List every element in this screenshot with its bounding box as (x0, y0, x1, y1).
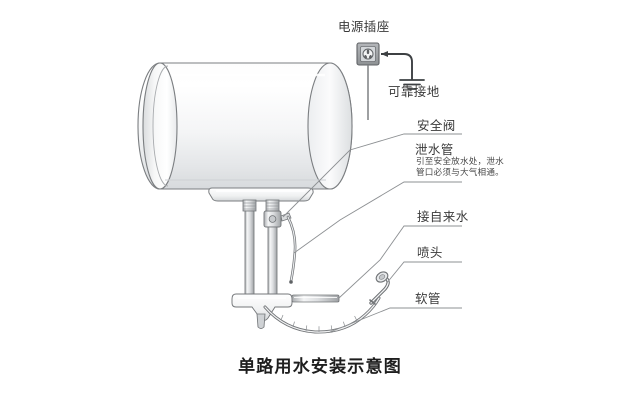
label-drain-pipe-description: 引至安全放水处，泄水 管口必须与大气相通。 (416, 157, 504, 178)
label-safety-valve: 安全阀 (417, 118, 456, 133)
power-socket (356, 42, 380, 66)
diagram-title: 单路用水安装示意图 (238, 357, 402, 377)
flexible-shower-hose (263, 296, 381, 334)
earth-ground-symbol (399, 79, 425, 90)
label-water-supply: 接自来水 (417, 209, 469, 224)
safety-valve (263, 210, 292, 228)
water-supply-inlet (291, 294, 340, 303)
leader-lines (282, 133, 462, 333)
label-shower-head: 喷头 (417, 245, 443, 260)
water-heater-tank (137, 62, 353, 190)
pipe-fittings (242, 199, 280, 212)
drain-desc-line-2: 管口必须与大气相通。 (416, 167, 504, 178)
drain-hose (286, 215, 297, 284)
label-drain-pipe: 泄水管 (415, 142, 454, 157)
label-reliable-grounding: 可靠接地 (388, 84, 440, 99)
drain-desc-line-1: 引至安全放水处，泄水 (416, 157, 504, 167)
label-power-socket: 电源插座 (338, 19, 390, 34)
tank-base-plate (208, 187, 314, 202)
ground-wire (381, 51, 413, 80)
label-hose: 软管 (415, 291, 441, 306)
